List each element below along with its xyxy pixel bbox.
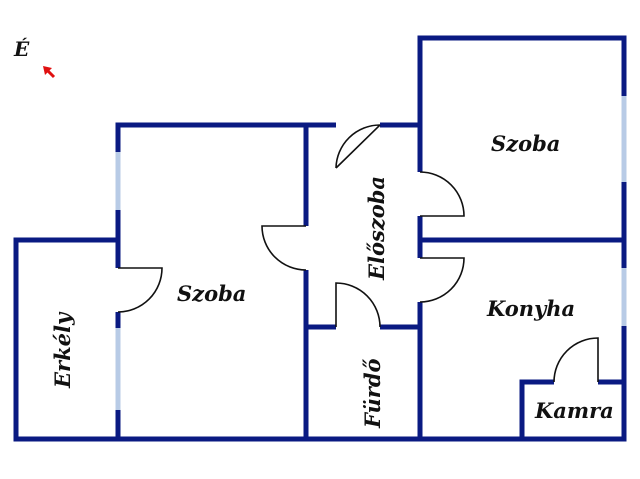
door-entry [335, 124, 381, 169]
room-labels: Erkély Szoba Előszoba Fürdő Szoba Konyha… [50, 131, 614, 429]
door-konyha [419, 257, 465, 303]
doors [114, 121, 599, 386]
room-label-kamra: Kamra [534, 398, 614, 423]
windows [115, 96, 627, 410]
door-erkely [117, 267, 163, 313]
compass: É [13, 37, 56, 79]
room-label-szoba-right: Szoba [491, 131, 560, 156]
north-arrow-icon [43, 66, 56, 79]
room-label-konyha: Konyha [486, 296, 575, 321]
room-label-furdo: Fürdő [360, 358, 385, 429]
door-szoba-right [419, 171, 465, 217]
room-label-eloszoba: Előszoba [364, 176, 389, 281]
walls [13, 35, 627, 442]
room-label-erkely: Erkély [50, 311, 75, 389]
door-furdo [335, 282, 381, 328]
door-kamra [553, 337, 599, 383]
room-label-szoba-left: Szoba [177, 281, 246, 306]
compass-north-label: É [13, 37, 30, 61]
door-szoba-left [261, 225, 307, 271]
